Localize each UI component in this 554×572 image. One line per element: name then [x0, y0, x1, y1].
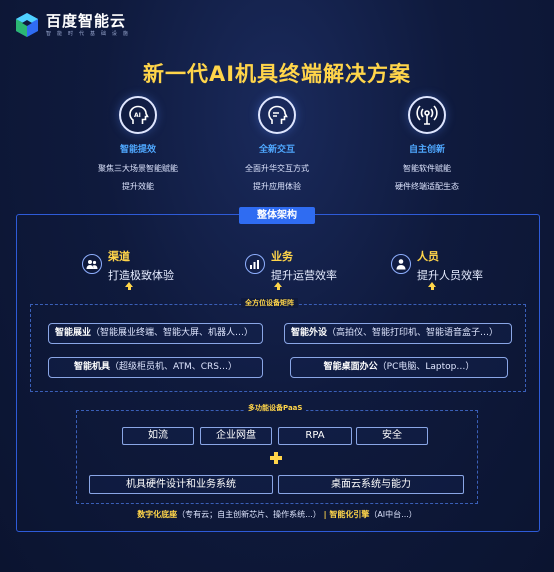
value-title: 人员: [417, 250, 439, 263]
feature-desc-line2: 提升效能: [122, 182, 154, 191]
footer-separator: |: [320, 510, 330, 519]
paas-item-security: 安全: [356, 427, 428, 445]
feature-intelligent-efficiency: AI 智能提效 聚焦三大场景智能赋能 提升效能: [68, 96, 208, 192]
device-smart-peripherals: 智能外设（高拍仪、智能打印机、智能语音盒子…）: [284, 323, 512, 344]
device-matrix-label: 全方位设备矩阵: [241, 298, 298, 308]
device-detail: （高拍仪、智能打印机、智能语音盒子…）: [327, 328, 499, 338]
paas-item-rpa: RPA: [278, 427, 352, 445]
device-name: 智能展业: [55, 328, 92, 338]
feature-title: 全新交互: [258, 145, 295, 155]
brand-slogan: 智 能 时 代 基 础 设 施: [46, 31, 131, 37]
arrow-up-icon: [274, 282, 282, 290]
paas-item-ruliu: 如流: [122, 427, 194, 445]
ai-head-icon: AI: [119, 96, 157, 134]
value-desc: 提升人员效率: [417, 269, 483, 282]
interaction-head-icon: [258, 96, 296, 134]
arrow-up-icon: [428, 282, 436, 290]
desktop-cloud-system: 桌面云系统与能力: [278, 475, 464, 494]
device-smart-outreach: 智能展业（智能展业终端、智能大屏、机器人…）: [48, 323, 263, 344]
feature-desc-line1: 全面升华交互方式: [245, 164, 309, 173]
device-matrix-frame: [30, 304, 526, 392]
device-smart-desktop: 智能桌面办公（PC电脑、Laptop…）: [290, 357, 508, 378]
svg-text:AI: AI: [134, 112, 141, 119]
device-smart-machines: 智能机具（超级柜员机、ATM、CRS…）: [48, 357, 263, 378]
brand-name: 百度智能云: [46, 12, 127, 30]
footer-key-ai-engine: 智能化引擎: [329, 510, 370, 519]
footer-value-ai-engine: （AI中台...）: [369, 510, 417, 519]
footer-value-digital-base: （专有云；自主创新芯片、操作系统...）: [177, 510, 321, 519]
paas-label: 多功能设备PaaS: [244, 403, 307, 413]
paas-item-netdisk: 企业网盘: [200, 427, 272, 445]
device-name: 智能外设: [291, 328, 328, 338]
device-name: 智能桌面办公: [323, 362, 378, 372]
feature-title: 智能提效: [119, 145, 156, 155]
signal-tower-icon: [408, 96, 446, 134]
value-channel: 渠道 打造极致体验: [82, 248, 174, 283]
feature-new-interaction: 全新交互 全面升华交互方式 提升应用体验: [207, 96, 347, 192]
foundation-footer: 数字化底座（专有云；自主创新芯片、操作系统...） | 智能化引擎（AI中台..…: [0, 509, 554, 520]
feature-desc-line1: 聚焦三大场景智能赋能: [98, 164, 178, 173]
footer-key-digital-base: 数字化底座: [137, 510, 178, 519]
page-title: 新一代AI机具终端解决方案: [142, 62, 412, 86]
device-name: 智能机具: [74, 362, 111, 372]
feature-desc-line2: 硬件终端适配生态: [395, 182, 459, 191]
value-desc: 打造极致体验: [108, 269, 174, 282]
baidu-cloud-logo-icon: [14, 12, 40, 38]
hardware-design-system: 机具硬件设计和业务系统: [89, 475, 273, 494]
feature-desc-line2: 提升应用体验: [253, 182, 301, 191]
plus-icon: [270, 452, 282, 464]
person-icon: [391, 254, 411, 274]
feature-title: 自主创新: [408, 145, 445, 155]
device-detail: （PC电脑、Laptop…）: [377, 362, 475, 372]
brand-logo: 百度智能云 智 能 时 代 基 础 设 施: [14, 12, 130, 38]
bar-chart-icon: [245, 254, 265, 274]
value-business: 业务 提升运营效率: [245, 248, 337, 283]
value-title: 渠道: [108, 250, 130, 263]
users-icon: [82, 254, 102, 274]
arrow-up-icon: [125, 282, 133, 290]
feature-desc-line1: 智能软件赋能: [403, 164, 451, 173]
architecture-title: 整体架构: [239, 207, 315, 224]
device-detail: （超级柜员机、ATM、CRS…）: [110, 362, 237, 372]
value-desc: 提升运营效率: [271, 269, 337, 282]
device-detail: （智能展业终端、智能大屏、机器人…）: [91, 328, 254, 338]
feature-independent-innovation: 自主创新 智能软件赋能 硬件终端适配生态: [357, 96, 497, 192]
value-staff: 人员 提升人员效率: [391, 248, 483, 283]
value-title: 业务: [271, 250, 293, 263]
